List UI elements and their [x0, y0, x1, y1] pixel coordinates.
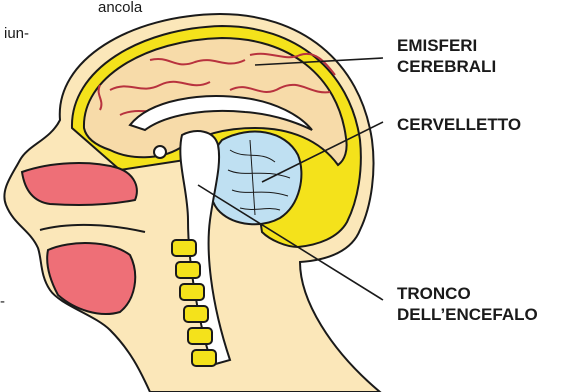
- oral-cavity: [47, 243, 135, 314]
- label-cerebral-hemispheres-line2: CEREBRALI: [397, 56, 496, 77]
- cerebellum: [209, 132, 301, 225]
- label-cerebellum: CERVELLETTO: [397, 114, 521, 135]
- label-cerebral-hemispheres: EMISFERI CEREBRALI: [397, 35, 496, 77]
- label-cerebellum-line1: CERVELLETTO: [397, 114, 521, 135]
- label-brainstem-line1: TRONCO: [397, 283, 538, 304]
- label-brainstem: TRONCO DELL’ENCEFALO: [397, 283, 538, 325]
- label-brainstem-line2: DELL’ENCEFALO: [397, 304, 538, 325]
- label-cerebral-hemispheres-line1: EMISFERI: [397, 35, 496, 56]
- nasal-cavity: [22, 163, 137, 205]
- pituitary: [154, 146, 166, 158]
